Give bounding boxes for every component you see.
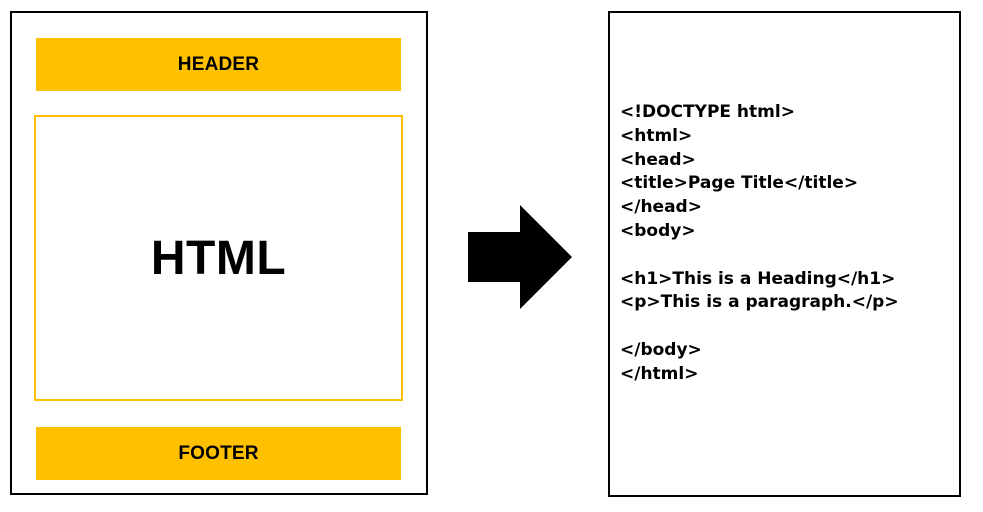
code-line [620, 244, 899, 268]
footer-label: FOOTER [178, 442, 259, 464]
html-content-block: HTML [34, 115, 403, 401]
code-line: <!DOCTYPE html> [620, 102, 795, 122]
code-line: <body> [620, 220, 696, 241]
code-line: </html> [620, 363, 699, 384]
code-line: <html> [620, 125, 693, 146]
code-line [620, 315, 899, 339]
html-code-panel: <!DOCTYPE html> <html> <head> <title>Page T… [608, 11, 961, 497]
right-arrow-icon [468, 205, 572, 309]
html-content-label: HTML [150, 231, 287, 285]
code-line: <head> [620, 149, 696, 170]
page-layout-panel: HEADER HTML FOOTER [10, 11, 428, 495]
footer-block: FOOTER [36, 427, 401, 480]
header-label: HEADER [177, 53, 260, 75]
code-line: <h1>This is a Heading</h1> [620, 268, 896, 289]
code-line: </body> [620, 339, 702, 360]
code-line: <title>Page Title</title> [620, 173, 859, 194]
html-code-listing: <!DOCTYPE html> <html> <head> <title>Page T… [620, 101, 899, 387]
code-line: </head> [620, 197, 702, 218]
code-line: <p>This is a paragraph.</p> [620, 292, 899, 313]
header-block: HEADER [36, 38, 401, 91]
